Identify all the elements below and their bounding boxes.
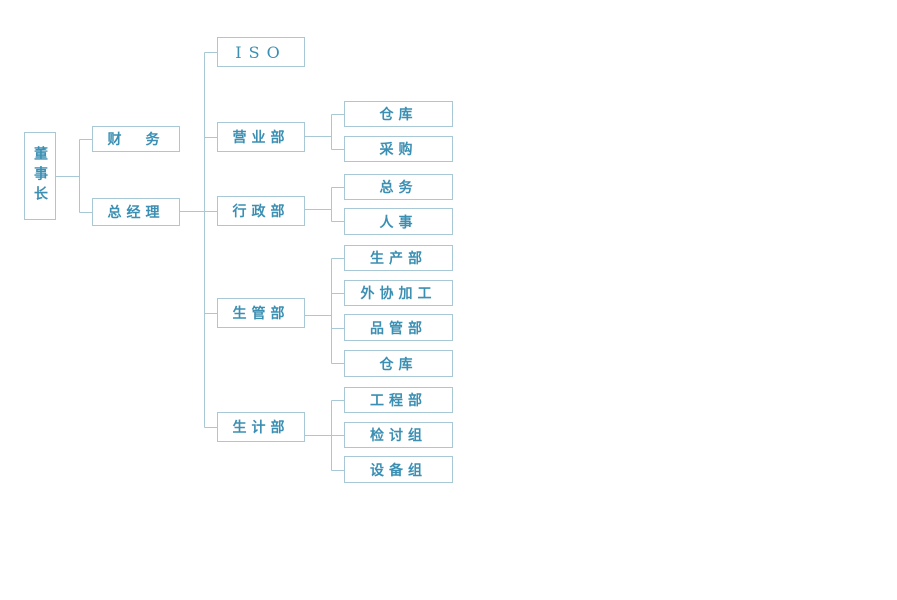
unit-box: 采购 [344,136,453,162]
unit-box: 仓库 [344,350,453,377]
sales-dept-box: 营业部 [217,122,305,152]
unit-box: 检讨组 [344,422,453,448]
production-mgmt-dept-box: 生管部 [217,298,305,328]
unit-box: 总务 [344,174,453,200]
general-manager-box: 总经理 [92,198,180,226]
unit-box: 设备组 [344,456,453,483]
unit-box: 生产部 [344,245,453,271]
iso-box: ISO [217,37,305,67]
chairman-box: 董事长 [24,132,56,220]
finance-box: 财 务 [92,126,180,152]
unit-box: 品管部 [344,314,453,341]
production-plan-dept-box: 生计部 [217,412,305,442]
unit-box: 人事 [344,208,453,235]
unit-box: 外协加工 [344,280,453,306]
unit-box: 工程部 [344,387,453,413]
unit-box: 仓库 [344,101,453,127]
admin-dept-box: 行政部 [217,196,305,226]
